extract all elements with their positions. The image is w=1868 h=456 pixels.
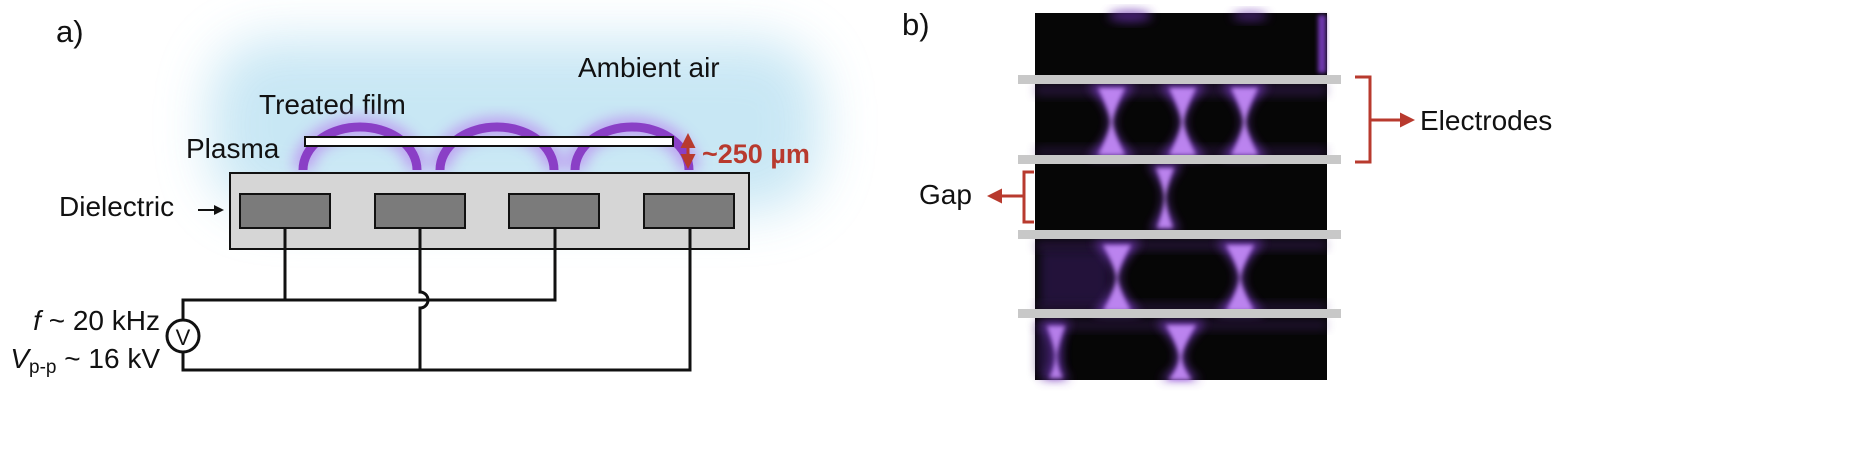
electrode-strip-2: [1018, 155, 1341, 164]
electrode-2: [374, 193, 466, 229]
panel-b-label: b): [902, 7, 930, 42]
frequency-label: f ~ 20 kHz: [33, 305, 160, 336]
electrode-strip-4: [1018, 309, 1341, 318]
treated-film-label: Treated film: [259, 89, 406, 120]
electrodes-label: Electrodes: [1420, 105, 1552, 136]
discharge-r1-3: [1221, 85, 1268, 158]
discharge-r2-1: [1148, 164, 1182, 230]
electrode-1: [239, 193, 331, 229]
voltmeter-symbol: [165, 318, 201, 354]
discharge-r1-1: [1088, 85, 1135, 158]
discharge-r4-2: [1156, 322, 1206, 380]
plasma-photo: [1035, 13, 1327, 380]
circuit-wiring: [181, 228, 692, 372]
panel-a-label: a): [56, 14, 84, 49]
discharge-r3-2: [1216, 242, 1264, 314]
electrode-strips: [1018, 75, 1341, 318]
plasma-arc-1: [298, 122, 422, 171]
discharge-r3-1: [1093, 242, 1141, 314]
discharge-r4-1: [1040, 322, 1070, 380]
voltmeter-letter: V: [176, 325, 191, 350]
gap-bracket: [1012, 170, 1034, 224]
panel-a: a) Ambient air Treated film Plasma ~250 …: [10, 14, 820, 378]
electrode-strip-1: [1018, 75, 1341, 84]
gap-height-label: ~250 µm: [702, 139, 810, 169]
dielectric-label: Dielectric: [59, 191, 174, 222]
plasma-arc-2: [435, 122, 559, 171]
discharge-r1-2: [1159, 85, 1206, 158]
voltage-label: Vp-p ~ 16 kV: [10, 343, 160, 378]
electrode-strip-3: [1018, 230, 1341, 239]
plasma-label: Plasma: [186, 133, 280, 164]
treated-film: [304, 136, 674, 147]
gap-label: Gap: [919, 179, 972, 210]
photo-discharges: [1040, 85, 1268, 380]
electrode-3: [508, 193, 600, 229]
electrode-4: [643, 193, 735, 229]
ambient-air-label: Ambient air: [578, 52, 720, 83]
panel-b: b): [902, 7, 1552, 380]
electrodes-bracket: [1355, 75, 1384, 164]
